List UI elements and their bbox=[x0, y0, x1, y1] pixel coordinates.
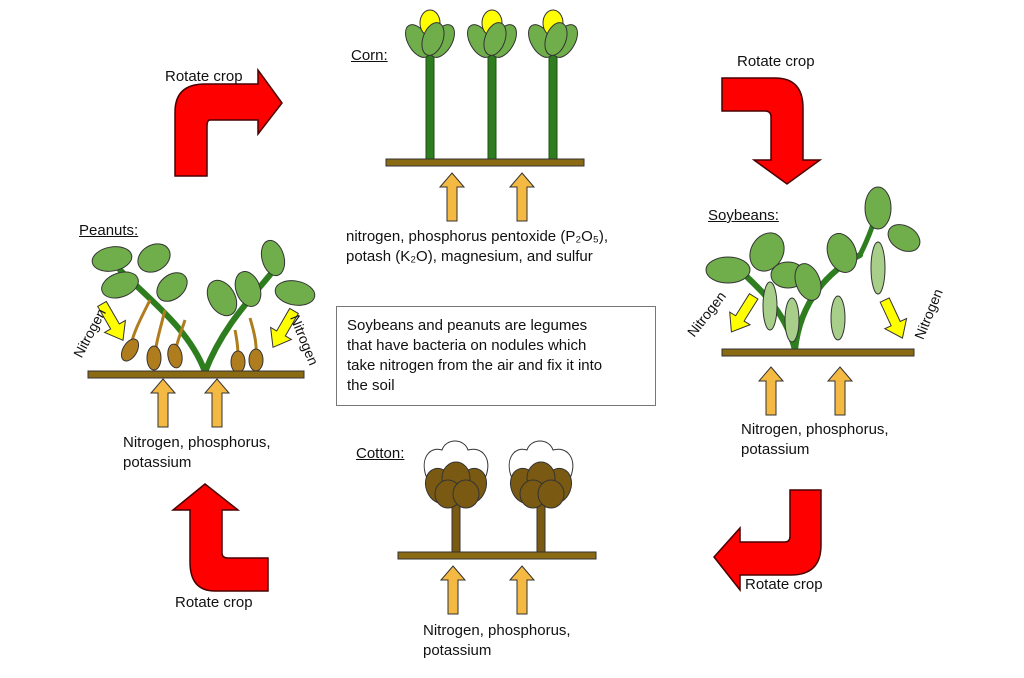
rotate-label-bottom-right: Rotate crop bbox=[745, 576, 823, 593]
legume-note-line2: that have bacteria on nodules which bbox=[347, 337, 587, 354]
peanuts-nutrients-line1: Nitrogen, phosphorus, bbox=[123, 434, 271, 451]
soybeans-nutrients-line1: Nitrogen, phosphorus, bbox=[741, 421, 889, 438]
rotate-label-bottom-left: Rotate crop bbox=[175, 594, 253, 611]
peanuts-title: Peanuts: bbox=[79, 222, 139, 239]
rotate-arrow-bottom-right bbox=[713, 489, 822, 593]
cotton-illustration bbox=[397, 440, 597, 615]
peanuts-soil bbox=[87, 370, 305, 379]
legume-note-line3: take nitrogen from the air and fix it in… bbox=[347, 357, 603, 374]
cotton-nutrients-line2: potassium bbox=[423, 642, 492, 659]
corn-soil bbox=[385, 158, 585, 167]
cotton-title: Cotton: bbox=[356, 445, 405, 462]
soybeans-title: Soybeans: bbox=[708, 207, 779, 224]
cotton-nutrients-line1: Nitrogen, phosphorus, bbox=[423, 622, 571, 639]
rotate-arrow-top-right bbox=[721, 77, 823, 185]
corn-illustration bbox=[385, 9, 585, 222]
soybeans-illustration bbox=[705, 186, 921, 416]
legume-note-box: Soybeans and peanuts are legumes that ha… bbox=[336, 306, 656, 406]
rotate-label-top-left: Rotate crop bbox=[165, 68, 243, 85]
legume-note-line4: the soil bbox=[347, 377, 395, 394]
corn-nutrients-line2: potash (K₂O), magnesium, and sulfur bbox=[346, 248, 593, 265]
legume-note-line1: Soybeans and peanuts are legumes bbox=[347, 317, 588, 334]
soybeans-soil bbox=[721, 348, 915, 357]
rotate-arrow-bottom-left bbox=[170, 483, 269, 592]
peanuts-illustration bbox=[87, 239, 316, 428]
peanuts-nutrients-line2: potassium bbox=[123, 454, 192, 471]
soybeans-nutrients-line2: potassium bbox=[741, 441, 810, 458]
corn-nutrients-line1: nitrogen, phosphorus pentoxide (P₂O₅), bbox=[346, 228, 609, 245]
corn-title: Corn: bbox=[351, 47, 388, 64]
rotate-arrow-top-left bbox=[174, 67, 283, 177]
rotate-label-top-right: Rotate crop bbox=[737, 53, 815, 70]
cotton-soil bbox=[397, 551, 597, 560]
